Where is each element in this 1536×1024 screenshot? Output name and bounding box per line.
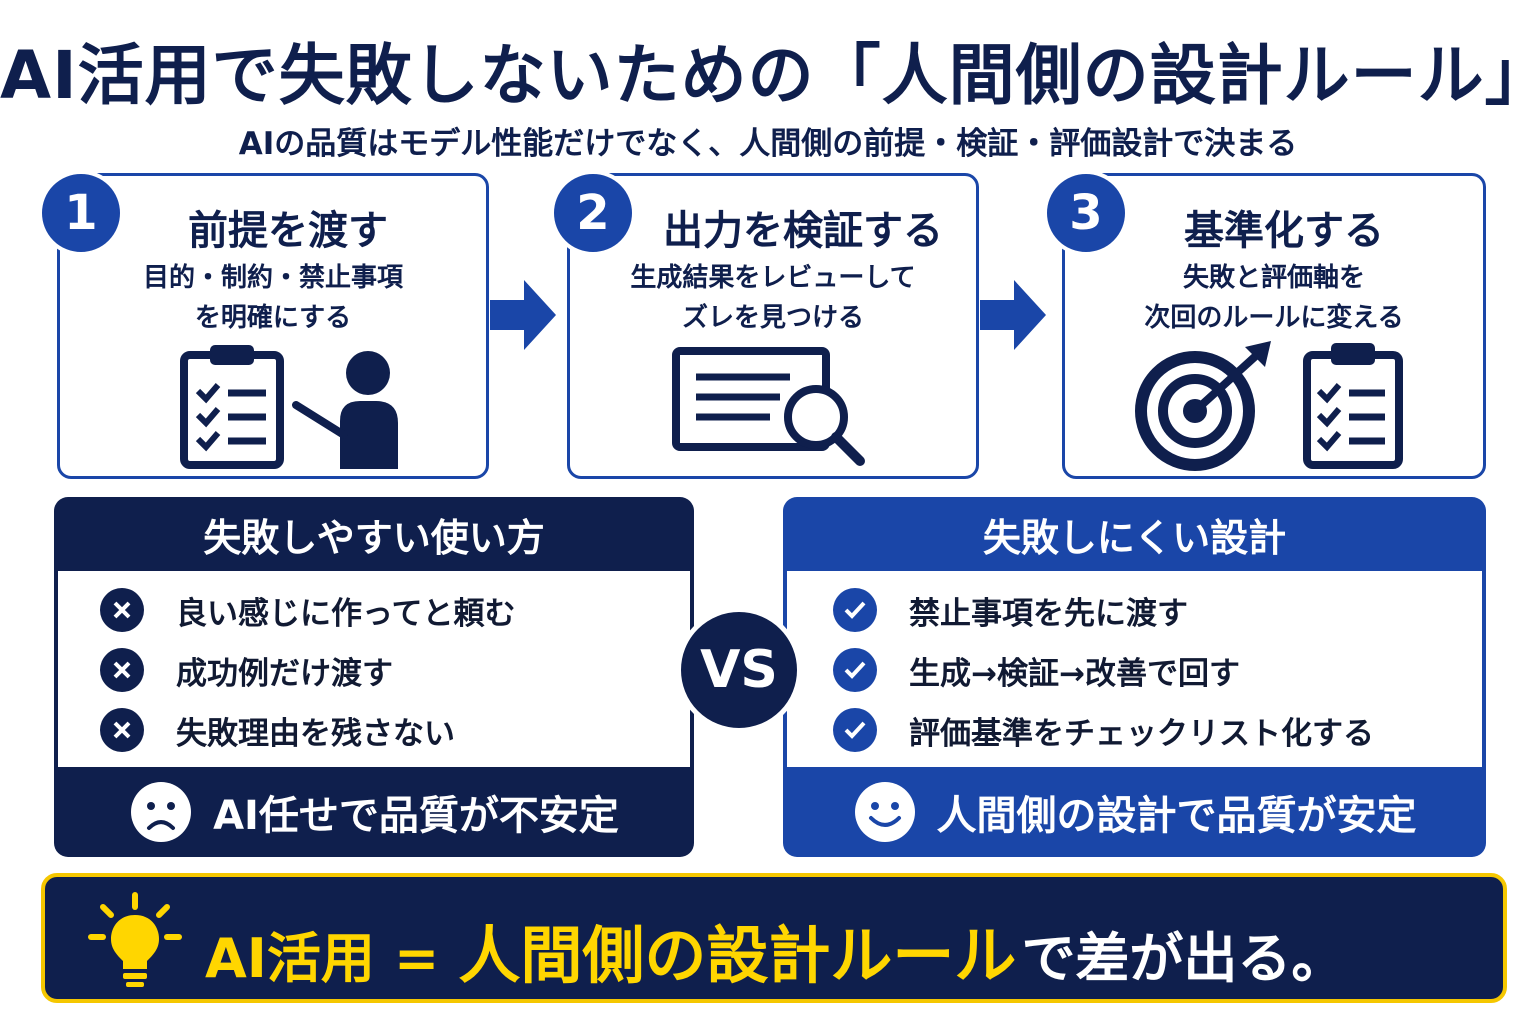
- step-illustration: [570, 341, 976, 476]
- bad-usage-panel: 失敗しやすい使い方 良い感じに作ってと頼む 成功例だけ渡す 失敗理由を残さない …: [54, 497, 694, 857]
- step-description: 失敗と評価軸を 次回のルールに変える: [1065, 258, 1483, 338]
- list-item: 評価基準をチェックリスト化する: [787, 705, 1482, 755]
- step-desc-line: 生成結果をレビューして: [630, 263, 916, 293]
- check-icon: [833, 588, 877, 632]
- banner-part1: AI活用: [205, 927, 375, 990]
- step-illustration: [1065, 341, 1483, 476]
- step-illustration: [60, 341, 486, 476]
- clipboard-checklist-icon: [180, 345, 284, 469]
- arrow-right-icon: [980, 280, 1046, 350]
- check-icon: [833, 708, 877, 752]
- conclusion-text: AI活用 = 人間側の設計ルール で差が出る。: [205, 905, 1345, 995]
- list-item: 成功例だけ渡す: [58, 645, 690, 695]
- presenter-icon: [292, 351, 398, 469]
- vs-badge: VS: [676, 607, 802, 733]
- panel-footer-text: 人間側の設計で品質が安定: [936, 793, 1417, 839]
- step-desc-line: 目的・制約・禁止事項: [142, 263, 403, 293]
- good-design-panel: 失敗しにくい設計 禁止事項を先に渡す 生成→検証→改善で回す 評価基準をチェック…: [783, 497, 1486, 857]
- subtitle: AIの品質はモデル性能だけでなく、人間側の前提・検証・評価設計で決まる: [238, 126, 1298, 162]
- step-title: 基準化する: [1184, 208, 1384, 254]
- clipboard-checklist-icon: [1303, 343, 1403, 469]
- conclusion-banner: AI活用 = 人間側の設計ルール で差が出る。: [41, 873, 1507, 1003]
- step-desc-line: 失敗と評価軸を: [1182, 263, 1365, 293]
- panel-list: 良い感じに作ってと頼む 成功例だけ渡す 失敗理由を残さない: [58, 571, 690, 767]
- step-card-1: 前提を渡す 目的・制約・禁止事項 を明確にする: [57, 173, 489, 479]
- smile-face-icon: [854, 782, 915, 842]
- list-item: 禁止事項を先に渡す: [787, 585, 1482, 635]
- list-item-text: 生成→検証→改善で回す: [909, 655, 1240, 692]
- panel-title: 失敗しやすい使い方: [203, 515, 545, 560]
- step-title: 出力を検証する: [663, 208, 943, 254]
- panel-title: 失敗しにくい設計: [982, 515, 1287, 560]
- list-item: 生成→検証→改善で回す: [787, 645, 1482, 695]
- list-item: 良い感じに作ってと頼む: [58, 585, 690, 635]
- lightbulb-icon: [88, 892, 182, 987]
- panel-footer: AI任せで品質が不安定: [54, 767, 694, 857]
- step-title: 前提を渡す: [188, 208, 388, 254]
- banner-equals: =: [393, 927, 440, 990]
- step-desc-line: を明確にする: [194, 303, 352, 333]
- list-item-text: 禁止事項を先に渡す: [909, 595, 1188, 632]
- panel-list: 禁止事項を先に渡す 生成→検証→改善で回す 評価基準をチェックリスト化する: [787, 571, 1482, 767]
- check-icon: [833, 648, 877, 692]
- banner-part3: で差が出る。: [1021, 927, 1346, 990]
- list-item: 失敗理由を残さない: [58, 705, 690, 755]
- step-description: 生成結果をレビューして ズレを見つける: [570, 258, 976, 338]
- list-item-text: 失敗理由を残さない: [176, 715, 455, 752]
- panel-footer: 人間側の設計で品質が安定: [783, 767, 1486, 857]
- main-title: AI活用で失敗しないための「人間側の設計ルール」: [0, 37, 1536, 114]
- arrow-right-icon: [490, 280, 556, 350]
- step-desc-line: 次回のルールに変える: [1144, 303, 1404, 333]
- target-arrow-icon: [1135, 341, 1271, 471]
- step-card-2: 出力を検証する 生成結果をレビューして ズレを見つける: [567, 173, 979, 479]
- list-item-text: 成功例だけ渡す: [176, 655, 393, 692]
- step-number-badge: 3: [1043, 170, 1129, 256]
- step-description: 目的・制約・禁止事項 を明確にする: [60, 258, 486, 338]
- list-item-text: 良い感じに作ってと頼む: [176, 595, 516, 632]
- document-magnifier-icon: [672, 347, 865, 466]
- cross-icon: [100, 648, 144, 692]
- sad-face-icon: [131, 782, 192, 842]
- step-number-badge: 1: [38, 170, 124, 256]
- step-number-badge: 2: [550, 170, 636, 256]
- step-desc-line: ズレを見つける: [681, 303, 864, 333]
- banner-part2: 人間側の設計ルール: [458, 919, 1017, 992]
- list-item-text: 評価基準をチェックリスト化する: [909, 715, 1374, 752]
- cross-icon: [100, 708, 144, 752]
- panel-footer-text: AI任せで品質が不安定: [213, 793, 619, 839]
- step-card-3: 基準化する 失敗と評価軸を 次回のルールに変える: [1062, 173, 1486, 479]
- cross-icon: [100, 588, 144, 632]
